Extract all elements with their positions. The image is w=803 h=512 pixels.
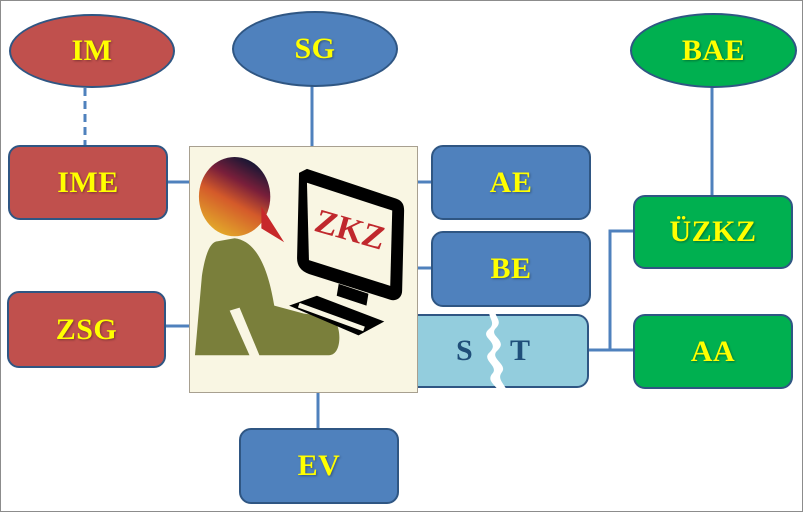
break-mark-icon — [486, 308, 508, 394]
node-zsg[interactable]: ZSG — [7, 291, 166, 368]
node-ae[interactable]: AE — [431, 145, 591, 220]
node-im-label: IM — [71, 34, 113, 67]
node-st-label-left: S — [456, 334, 473, 367]
node-aa[interactable]: AA — [633, 314, 793, 389]
node-uezkz-label: ÜZKZ — [669, 215, 757, 248]
person-at-computer-icon: ZKZ — [194, 156, 405, 356]
node-zsg-label: ZSG — [55, 312, 118, 346]
node-ev-label: EV — [297, 449, 341, 482]
edge-st-uezkz — [589, 229, 634, 352]
node-sg[interactable]: SG — [232, 11, 398, 87]
node-aa-label: AA — [690, 334, 736, 368]
node-ime-label: IME — [57, 165, 119, 199]
node-be[interactable]: BE — [431, 231, 591, 307]
node-ime[interactable]: IME — [8, 145, 168, 220]
node-st-content: S T — [418, 308, 589, 394]
node-ae-label: AE — [489, 165, 533, 199]
node-bae[interactable]: BAE — [630, 13, 797, 88]
node-st-label-right: T — [510, 334, 531, 367]
node-be-label: BE — [490, 252, 532, 285]
node-ev[interactable]: EV — [239, 428, 399, 504]
node-sg-label: SG — [294, 32, 336, 65]
center-illustration: ZKZ — [189, 146, 418, 393]
node-im[interactable]: IM — [9, 14, 175, 88]
node-bae-label: BAE — [681, 33, 746, 67]
node-uezkz[interactable]: ÜZKZ — [633, 195, 793, 269]
